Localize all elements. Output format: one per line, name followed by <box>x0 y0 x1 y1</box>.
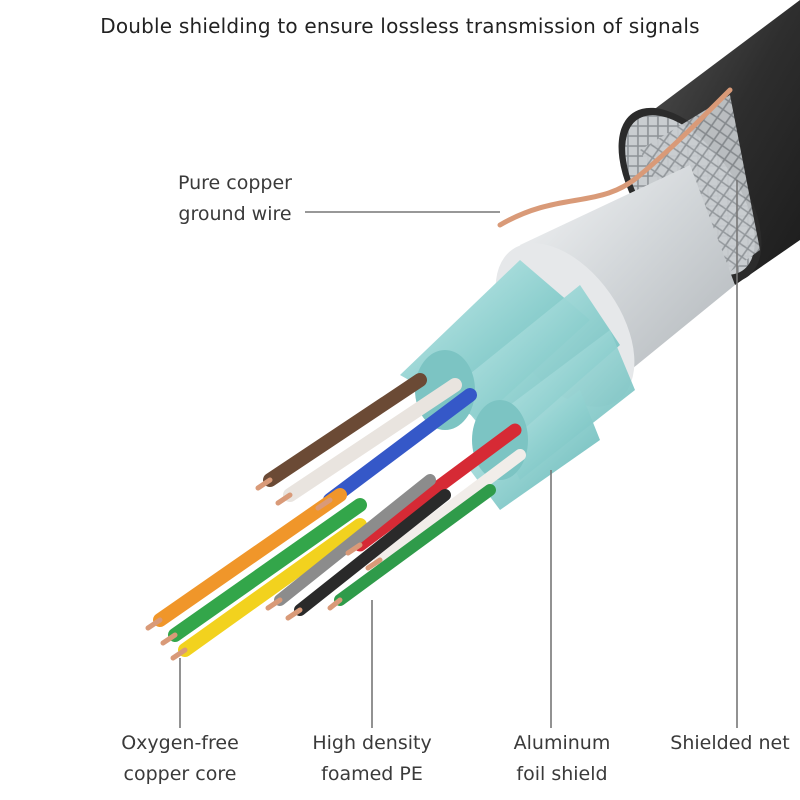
label-shielded-net: Shielded net <box>660 728 800 759</box>
label-foil-shield: Aluminum foil shield <box>487 728 637 790</box>
insulated-wires <box>160 380 520 650</box>
wire-green <box>175 505 360 635</box>
label-foamed-pe: High density foamed PE <box>297 728 447 790</box>
label-copper-core: Oxygen-free copper core <box>105 728 255 790</box>
label-ground-wire: Pure copper ground wire <box>160 168 310 230</box>
